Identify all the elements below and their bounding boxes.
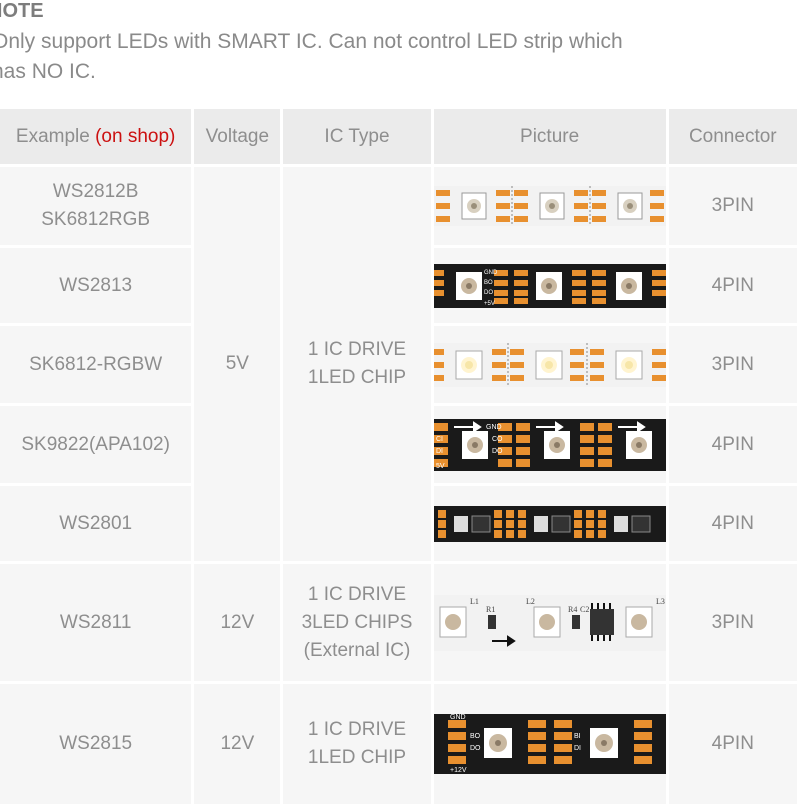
pad-label: DO	[484, 290, 493, 296]
table-row: WS2812B SK6812RGB 5V 1 IC DRIVE 1LED CHI…	[0, 167, 797, 561]
ws2813-strip-image: GND BO DO +5V	[433, 263, 666, 308]
header-ic-type: IC Type	[283, 109, 431, 164]
cell-voltage: 12V	[194, 564, 281, 681]
ic-type-line: 1LED CHIP	[307, 747, 407, 768]
cell-picture: GND BO DO +12V BI DI	[433, 684, 666, 804]
cell-picture	[433, 326, 666, 403]
cell-voltage-5v: 5V	[194, 167, 281, 561]
ic-type-line: (External IC)	[303, 639, 411, 661]
ws2801-strip-image	[433, 505, 666, 542]
pad-label: GND	[450, 714, 466, 721]
pad-label: 5V	[436, 463, 445, 470]
component-label: L1	[470, 597, 479, 606]
pad-label: GND	[486, 424, 502, 431]
pad-label: GND	[484, 270, 498, 276]
header-on-shop-highlight: (on shop)	[95, 125, 176, 147]
sk6812-rgbw-strip-image	[433, 342, 666, 387]
table-row: SK9822(APA102)	[0, 406, 797, 483]
cell-connector: 4PIN	[668, 248, 797, 323]
table-row: WS2811 12V 1 IC DRIVE 3LED CHIPS (Extern…	[0, 564, 797, 681]
example-name: WS2801	[59, 512, 133, 534]
cell-connector: 4PIN	[668, 684, 797, 804]
header-example-label: Example	[15, 125, 96, 147]
note-line-2: has NO IC.	[0, 60, 96, 83]
ws2811-strip-image: L1 R1 L2 R4 C2 L3	[433, 594, 666, 651]
component-label: R1	[486, 605, 495, 614]
example-name: SK6812RGB	[41, 209, 151, 230]
pad-label: CO	[492, 436, 503, 443]
table-row: WS2813 GND	[0, 248, 797, 323]
cell-example: SK9822(APA102)	[0, 406, 192, 483]
cell-example: WS2815	[0, 684, 192, 804]
cell-connector: 3PIN	[668, 564, 797, 681]
cell-picture	[433, 486, 666, 561]
cell-example: WS2812B SK6812RGB	[0, 167, 192, 245]
note-text: Only support LEDs with SMART IC. Can not…	[0, 27, 752, 87]
sk9822-strip-image: CI DI 5V GND CO DO	[433, 418, 666, 471]
cell-connector: 3PIN	[668, 326, 797, 403]
ws2812b-strip-image	[433, 186, 666, 226]
table-row: WS2815 12V 1 IC DRIVE 1LED CHIP	[0, 684, 797, 804]
pad-label: +5V	[484, 301, 495, 307]
example-name: SK6812-RGBW	[29, 353, 163, 375]
cell-picture	[433, 167, 666, 245]
cell-connector: 4PIN	[668, 486, 797, 561]
table-row: WS2801	[0, 486, 797, 561]
header-connector: Connector	[668, 109, 797, 164]
cell-connector: 3PIN	[668, 167, 797, 245]
example-name: WS2815	[59, 733, 133, 754]
header-voltage: Voltage	[194, 109, 281, 164]
component-label: C2	[580, 605, 589, 614]
pad-label: DI	[574, 745, 581, 752]
example-name: WS2812B	[52, 181, 139, 202]
ws2815-strip-image: GND BO DO +12V BI DI	[433, 714, 666, 774]
cell-example: WS2813	[0, 248, 192, 323]
ic-type-line: 1 IC DRIVE	[307, 339, 407, 360]
pad-label: DO	[470, 745, 481, 752]
example-name: WS2813	[59, 274, 133, 296]
component-label: L3	[656, 597, 665, 606]
led-spec-table: Example (on shop) Voltage IC Type Pictur…	[0, 106, 800, 807]
pad-label: BO	[470, 733, 481, 740]
header-example: Example (on shop)	[0, 109, 192, 164]
cell-picture: CI DI 5V GND CO DO	[433, 406, 666, 483]
cell-connector: 4PIN	[668, 406, 797, 483]
cell-picture: GND BO DO +5V	[433, 248, 666, 323]
ic-type-line: 1 IC DRIVE	[307, 583, 407, 605]
pad-label: +12V	[450, 767, 467, 774]
pad-label: CI	[436, 436, 443, 443]
table-row: SK6812-RGBW	[0, 326, 797, 403]
example-name: WS2811	[59, 611, 132, 633]
cell-example: WS2811	[0, 564, 192, 681]
ic-type-line: 1 IC DRIVE	[307, 719, 407, 740]
pad-label: BO	[484, 280, 493, 286]
cell-example: WS2801	[0, 486, 192, 561]
cell-ic-type-5v: 1 IC DRIVE 1LED CHIP	[283, 167, 431, 561]
cell-example: SK6812-RGBW	[0, 326, 192, 403]
pad-label: DO	[492, 448, 503, 455]
cell-ic-type: 1 IC DRIVE 3LED CHIPS (External IC)	[283, 564, 431, 681]
cell-picture: L1 R1 L2 R4 C2 L3	[433, 564, 666, 681]
note-title: NOTE	[0, 0, 44, 22]
ic-type-line: 1LED CHIP	[307, 367, 407, 388]
cell-ic-type: 1 IC DRIVE 1LED CHIP	[283, 684, 431, 804]
example-name: SK9822(APA102)	[21, 433, 170, 455]
pad-label: BI	[574, 733, 581, 740]
ic-type-line: 3LED CHIPS	[301, 611, 413, 633]
component-label: R4	[568, 605, 577, 614]
cell-voltage: 12V	[194, 684, 281, 804]
header-picture: Picture	[433, 109, 666, 164]
note-line-1: Only support LEDs with SMART IC. Can not…	[0, 30, 623, 53]
pad-label: DI	[436, 448, 443, 455]
table-header-row: Example (on shop) Voltage IC Type Pictur…	[0, 109, 797, 164]
component-label: L2	[526, 597, 535, 606]
